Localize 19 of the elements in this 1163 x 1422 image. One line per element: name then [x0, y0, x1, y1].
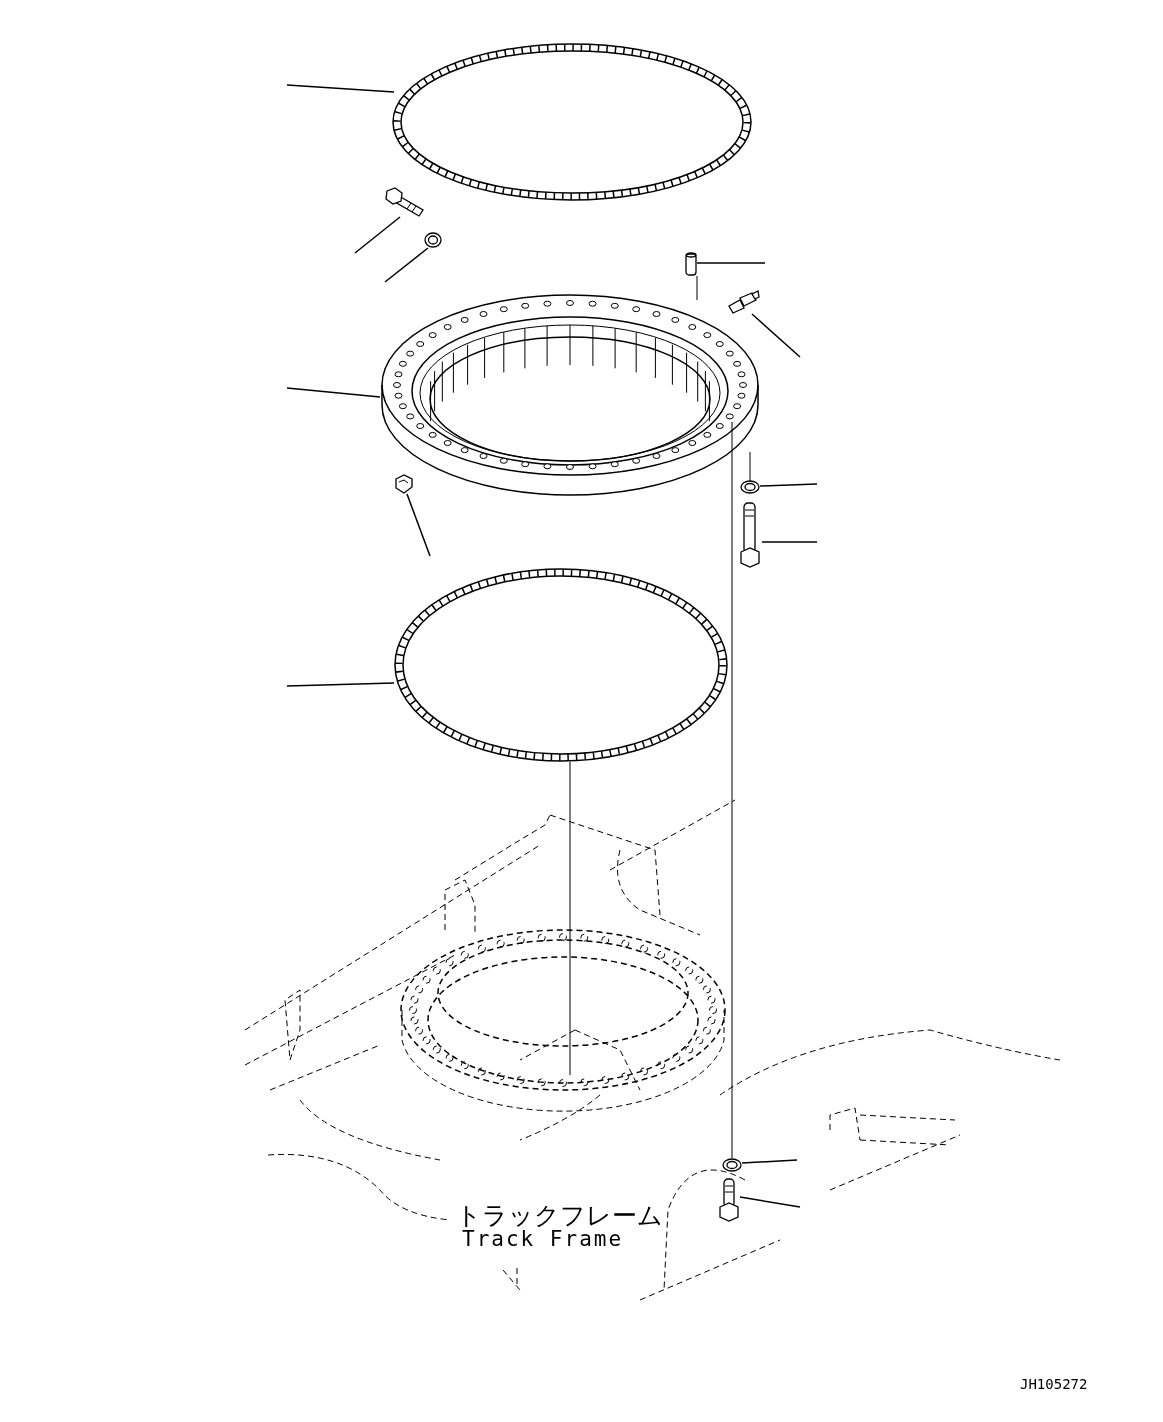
- frame-label: トラックフレーム: [456, 1203, 663, 1228]
- leader-line: [739, 1196, 801, 1208]
- leader-line: [384, 247, 429, 283]
- leader-line: [286, 682, 395, 687]
- leader-line: [759, 483, 818, 487]
- leader-line: [761, 541, 818, 543]
- drawing-number: JH105272: [1020, 1377, 1088, 1391]
- leader-line: [696, 262, 766, 264]
- frame-label: Track Frame: [462, 1229, 624, 1250]
- alignment-line: [569, 761, 571, 1076]
- leader-line: [406, 493, 431, 557]
- leader-line: [286, 387, 381, 398]
- alignment-line: [749, 451, 751, 482]
- leader-line: [286, 84, 395, 93]
- leader-line: [354, 216, 401, 254]
- leader-line: [751, 313, 801, 358]
- alignment-line: [696, 275, 698, 301]
- alignment-line: [731, 421, 733, 1159]
- leader-line: [741, 1159, 798, 1164]
